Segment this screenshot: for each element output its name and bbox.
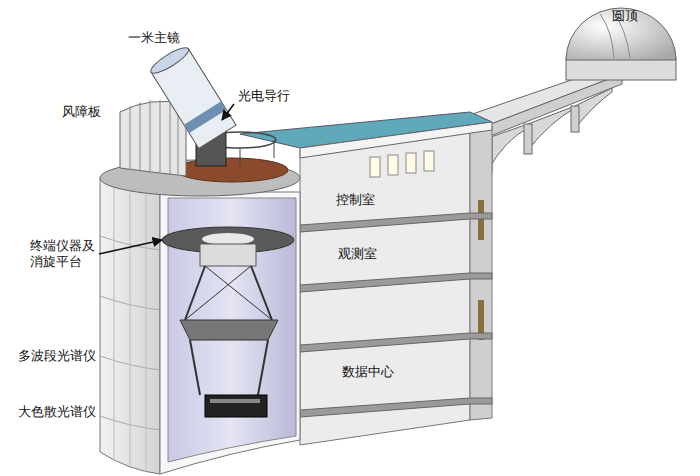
- part-label: 圆顶: [612, 8, 638, 24]
- part-label: 多波段光谱仪: [18, 348, 96, 364]
- leader-arrow: [222, 104, 234, 120]
- instrument-platform: [162, 227, 294, 417]
- part-label: 观测室: [338, 246, 377, 262]
- part-label: 终端仪器及消旋平台: [30, 238, 98, 271]
- part-label: 数据中心: [342, 364, 394, 380]
- part-label: 控制室: [336, 192, 375, 208]
- leader-arrow: [99, 240, 162, 254]
- part-label: 一米主镜: [128, 30, 180, 46]
- telescope: [148, 44, 276, 166]
- part-label: 大色散光谱仪: [18, 404, 96, 420]
- part-label: 风障板: [62, 104, 101, 120]
- part-label: 光电导行: [238, 88, 290, 104]
- tower: [100, 158, 300, 474]
- dome: [566, 8, 676, 80]
